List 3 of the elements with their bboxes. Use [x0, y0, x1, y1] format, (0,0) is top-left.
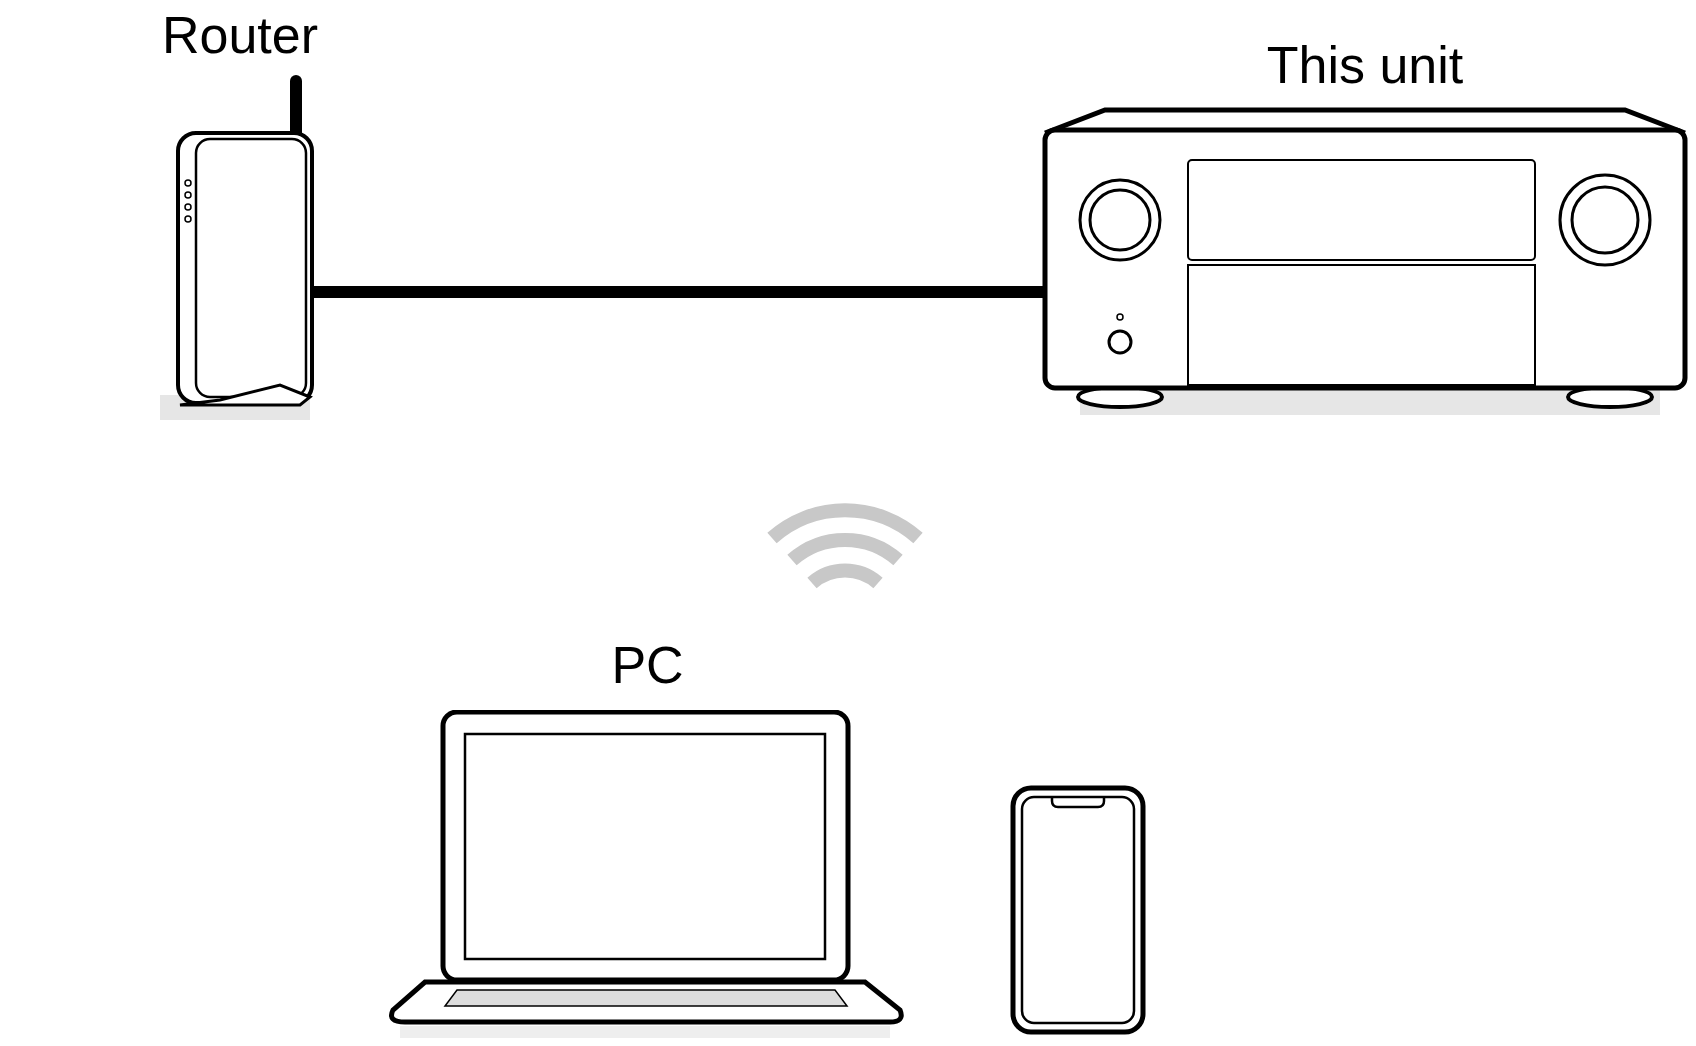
device-label: This unit: [1266, 35, 1464, 95]
device-label: PC: [611, 635, 684, 695]
device-label: Router: [161, 5, 319, 65]
